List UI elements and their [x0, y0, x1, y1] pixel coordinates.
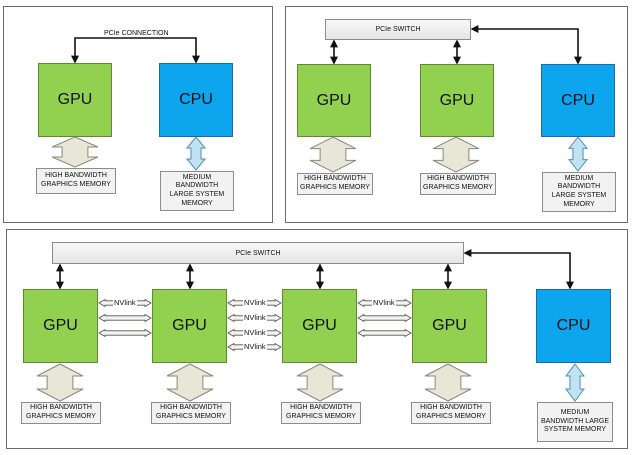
- gpu-box: GPU: [412, 289, 487, 363]
- cpu-box: CPU: [541, 64, 615, 137]
- gpu-memory-box: HIGH BANDWIDTH GRAPHICS MEMORY: [36, 168, 116, 194]
- memory-bus-arrow: [432, 136, 480, 173]
- gpu-memory-box: HIGH BANDWIDTH GRAPHICS MEMORY: [297, 173, 373, 195]
- gpu-memory-box: HIGH BANDWIDTH GRAPHICS MEMORY: [411, 402, 491, 424]
- nvlink-label: NVlink: [243, 298, 267, 307]
- pcie-switch: PCIe SWITCH: [325, 19, 471, 40]
- nvlink-label: NVlink: [372, 298, 396, 307]
- memory-bus-arrow: [185, 136, 207, 171]
- switch-link-line: [463, 249, 574, 290]
- memory-bus-arrow: [51, 136, 99, 168]
- nvlink-arrow: [357, 313, 412, 323]
- switch-link-line: [470, 25, 582, 65]
- memory-bus-arrow: [36, 363, 84, 402]
- pcie-switch: PCIe SWITCH: [52, 242, 464, 264]
- gpu-box: GPU: [420, 64, 494, 137]
- memory-bus-arrow: [424, 363, 472, 402]
- cpu-box: CPU: [159, 63, 233, 137]
- nvlink-arrow: [98, 328, 152, 338]
- nvlink-arrow: [98, 313, 152, 323]
- nvlink-label: NVlink: [243, 328, 267, 337]
- pcie-connection-line: [71, 37, 200, 64]
- gpu-box: GPU: [282, 289, 357, 363]
- nvlink-label: NVlink: [243, 342, 267, 351]
- gpu-box: GPU: [38, 63, 112, 137]
- nvlink-label: NVlink: [113, 298, 137, 307]
- cpu-memory-box: MEDIUM BANDWIDTH LARGE SYSTEM MEMORY: [542, 172, 616, 212]
- memory-bus-arrow: [296, 363, 344, 402]
- gpu-memory-box: HIGH BANDWIDTH GRAPHICS MEMORY: [420, 173, 496, 195]
- gpu-box: GPU: [297, 64, 371, 137]
- memory-bus-arrow: [567, 136, 589, 172]
- gpu-memory-box: HIGH BANDWIDTH GRAPHICS MEMORY: [151, 402, 231, 424]
- memory-bus-arrow: [565, 363, 585, 402]
- pcie-connection-label: PCIe CONNECTION: [104, 30, 169, 37]
- gpu-memory-box: HIGH BANDWIDTH GRAPHICS MEMORY: [21, 402, 101, 424]
- gpu-box: GPU: [23, 289, 98, 363]
- cpu-box: CPU: [536, 289, 611, 363]
- gpu-memory-box: HIGH BANDWIDTH GRAPHICS MEMORY: [281, 402, 361, 424]
- memory-bus-arrow: [166, 363, 214, 402]
- nvlink-label: NVlink: [243, 313, 267, 322]
- nvlink-arrow: [357, 328, 412, 338]
- cpu-memory-box: MEDIUM BANDWIDTH LARGE SYSTEM MEMORY: [537, 402, 613, 442]
- gpu-box: GPU: [152, 289, 227, 363]
- memory-bus-arrow: [309, 136, 357, 173]
- cpu-memory-box: MEDIUM BANDWIDTH LARGE SYSTEM MEMORY: [160, 171, 234, 211]
